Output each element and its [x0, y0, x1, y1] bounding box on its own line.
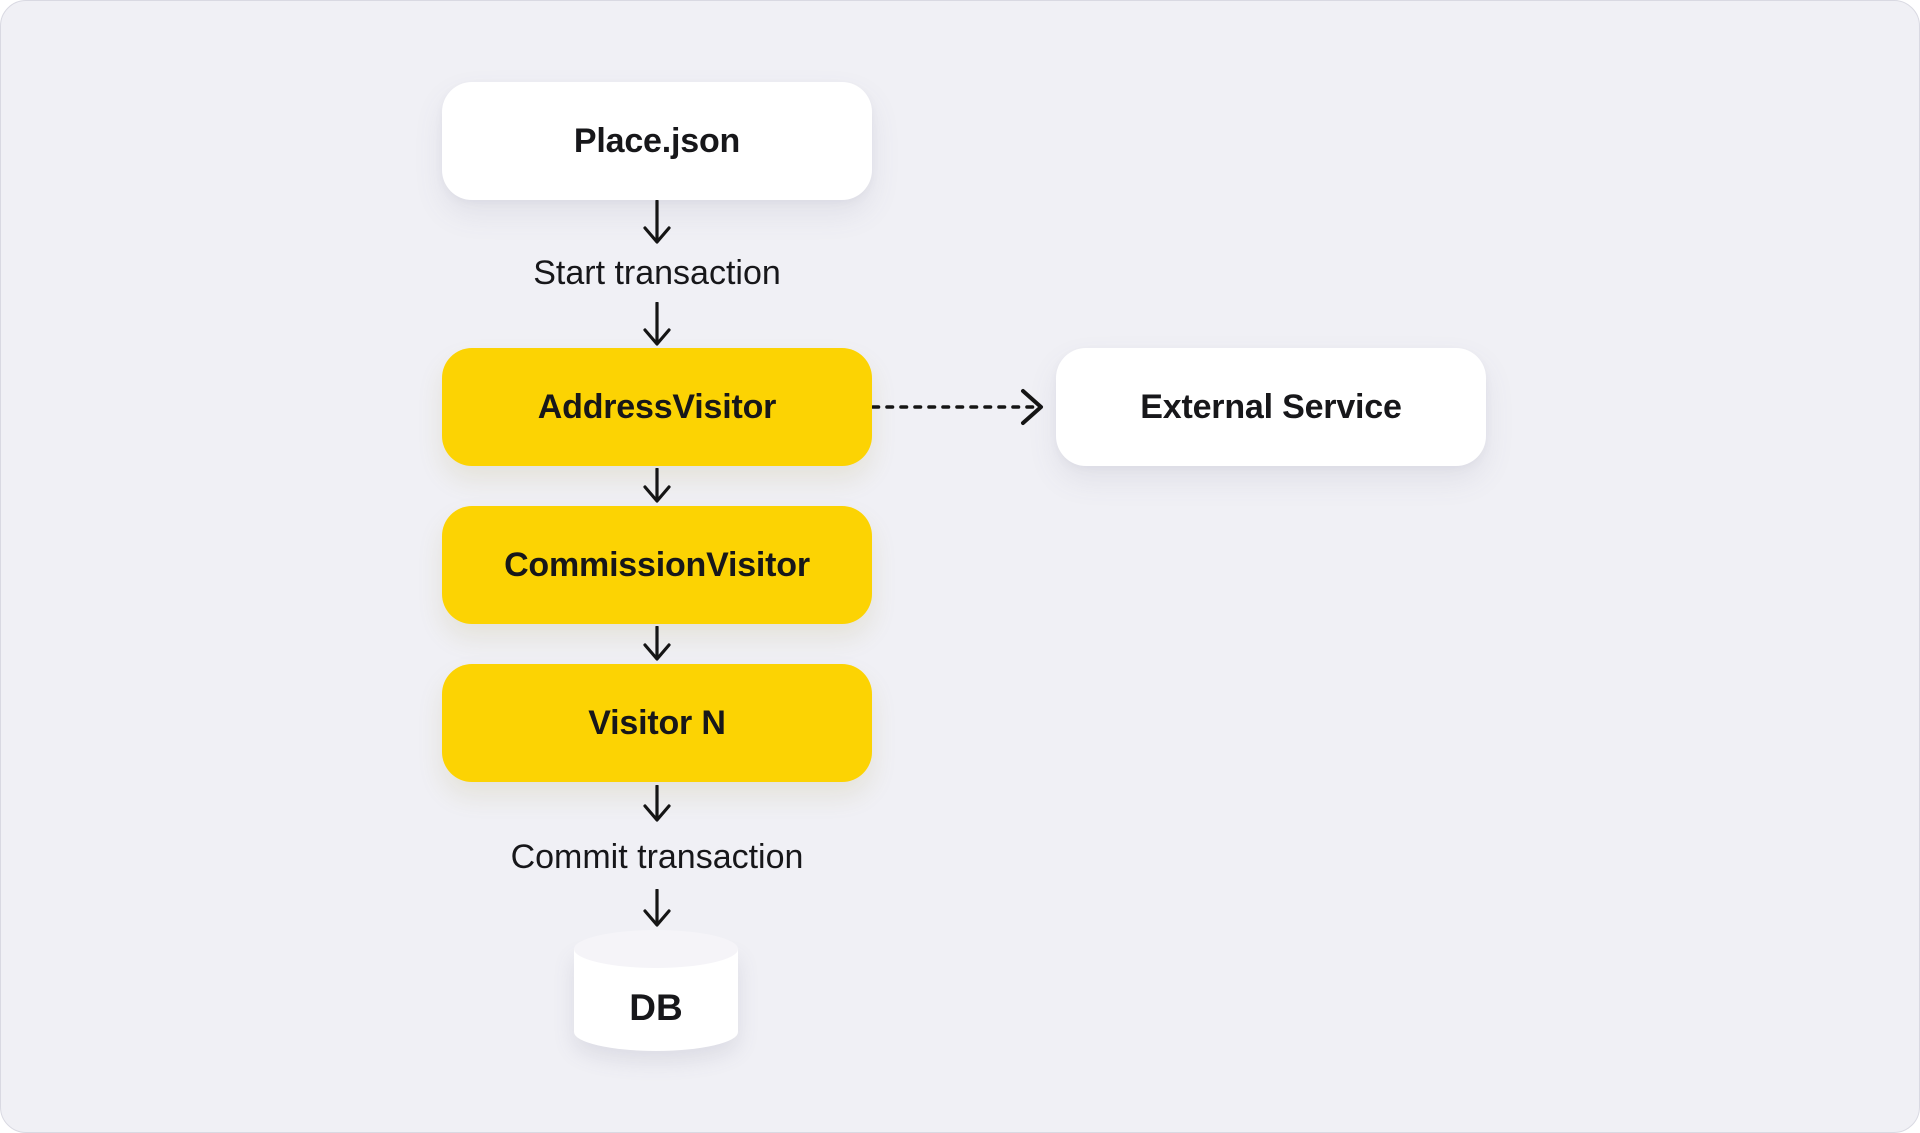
- node-address-visitor-label: AddressVisitor: [537, 387, 777, 426]
- node-address-visitor: AddressVisitor: [442, 348, 872, 466]
- arrow-down-icon: [643, 200, 671, 244]
- dashed-arrow-right-icon: [872, 389, 1043, 425]
- arrow-down-icon: [643, 785, 671, 822]
- node-external-service-label: External Service: [1140, 387, 1402, 426]
- node-visitor-n: Visitor N: [442, 664, 872, 782]
- arrow-down-icon: [643, 468, 671, 503]
- node-commission-visitor-label: CommissionVisitor: [504, 545, 810, 584]
- label-start-transaction: Start transaction: [533, 254, 781, 292]
- node-visitor-n-label: Visitor N: [588, 703, 726, 742]
- node-db-label: DB: [629, 986, 683, 1028]
- node-db-cylinder: DB: [574, 930, 738, 1051]
- node-place-json-label: Place.json: [573, 121, 741, 160]
- arrow-down-icon: [643, 889, 671, 927]
- label-commit-transaction: Commit transaction: [510, 838, 804, 876]
- node-commission-visitor: CommissionVisitor: [442, 506, 872, 624]
- node-external-service: External Service: [1056, 348, 1486, 466]
- arrow-down-icon: [643, 302, 671, 346]
- arrow-down-icon: [643, 626, 671, 661]
- node-place-json: Place.json: [442, 82, 872, 200]
- db-cylinder-top-ellipse: [574, 930, 738, 968]
